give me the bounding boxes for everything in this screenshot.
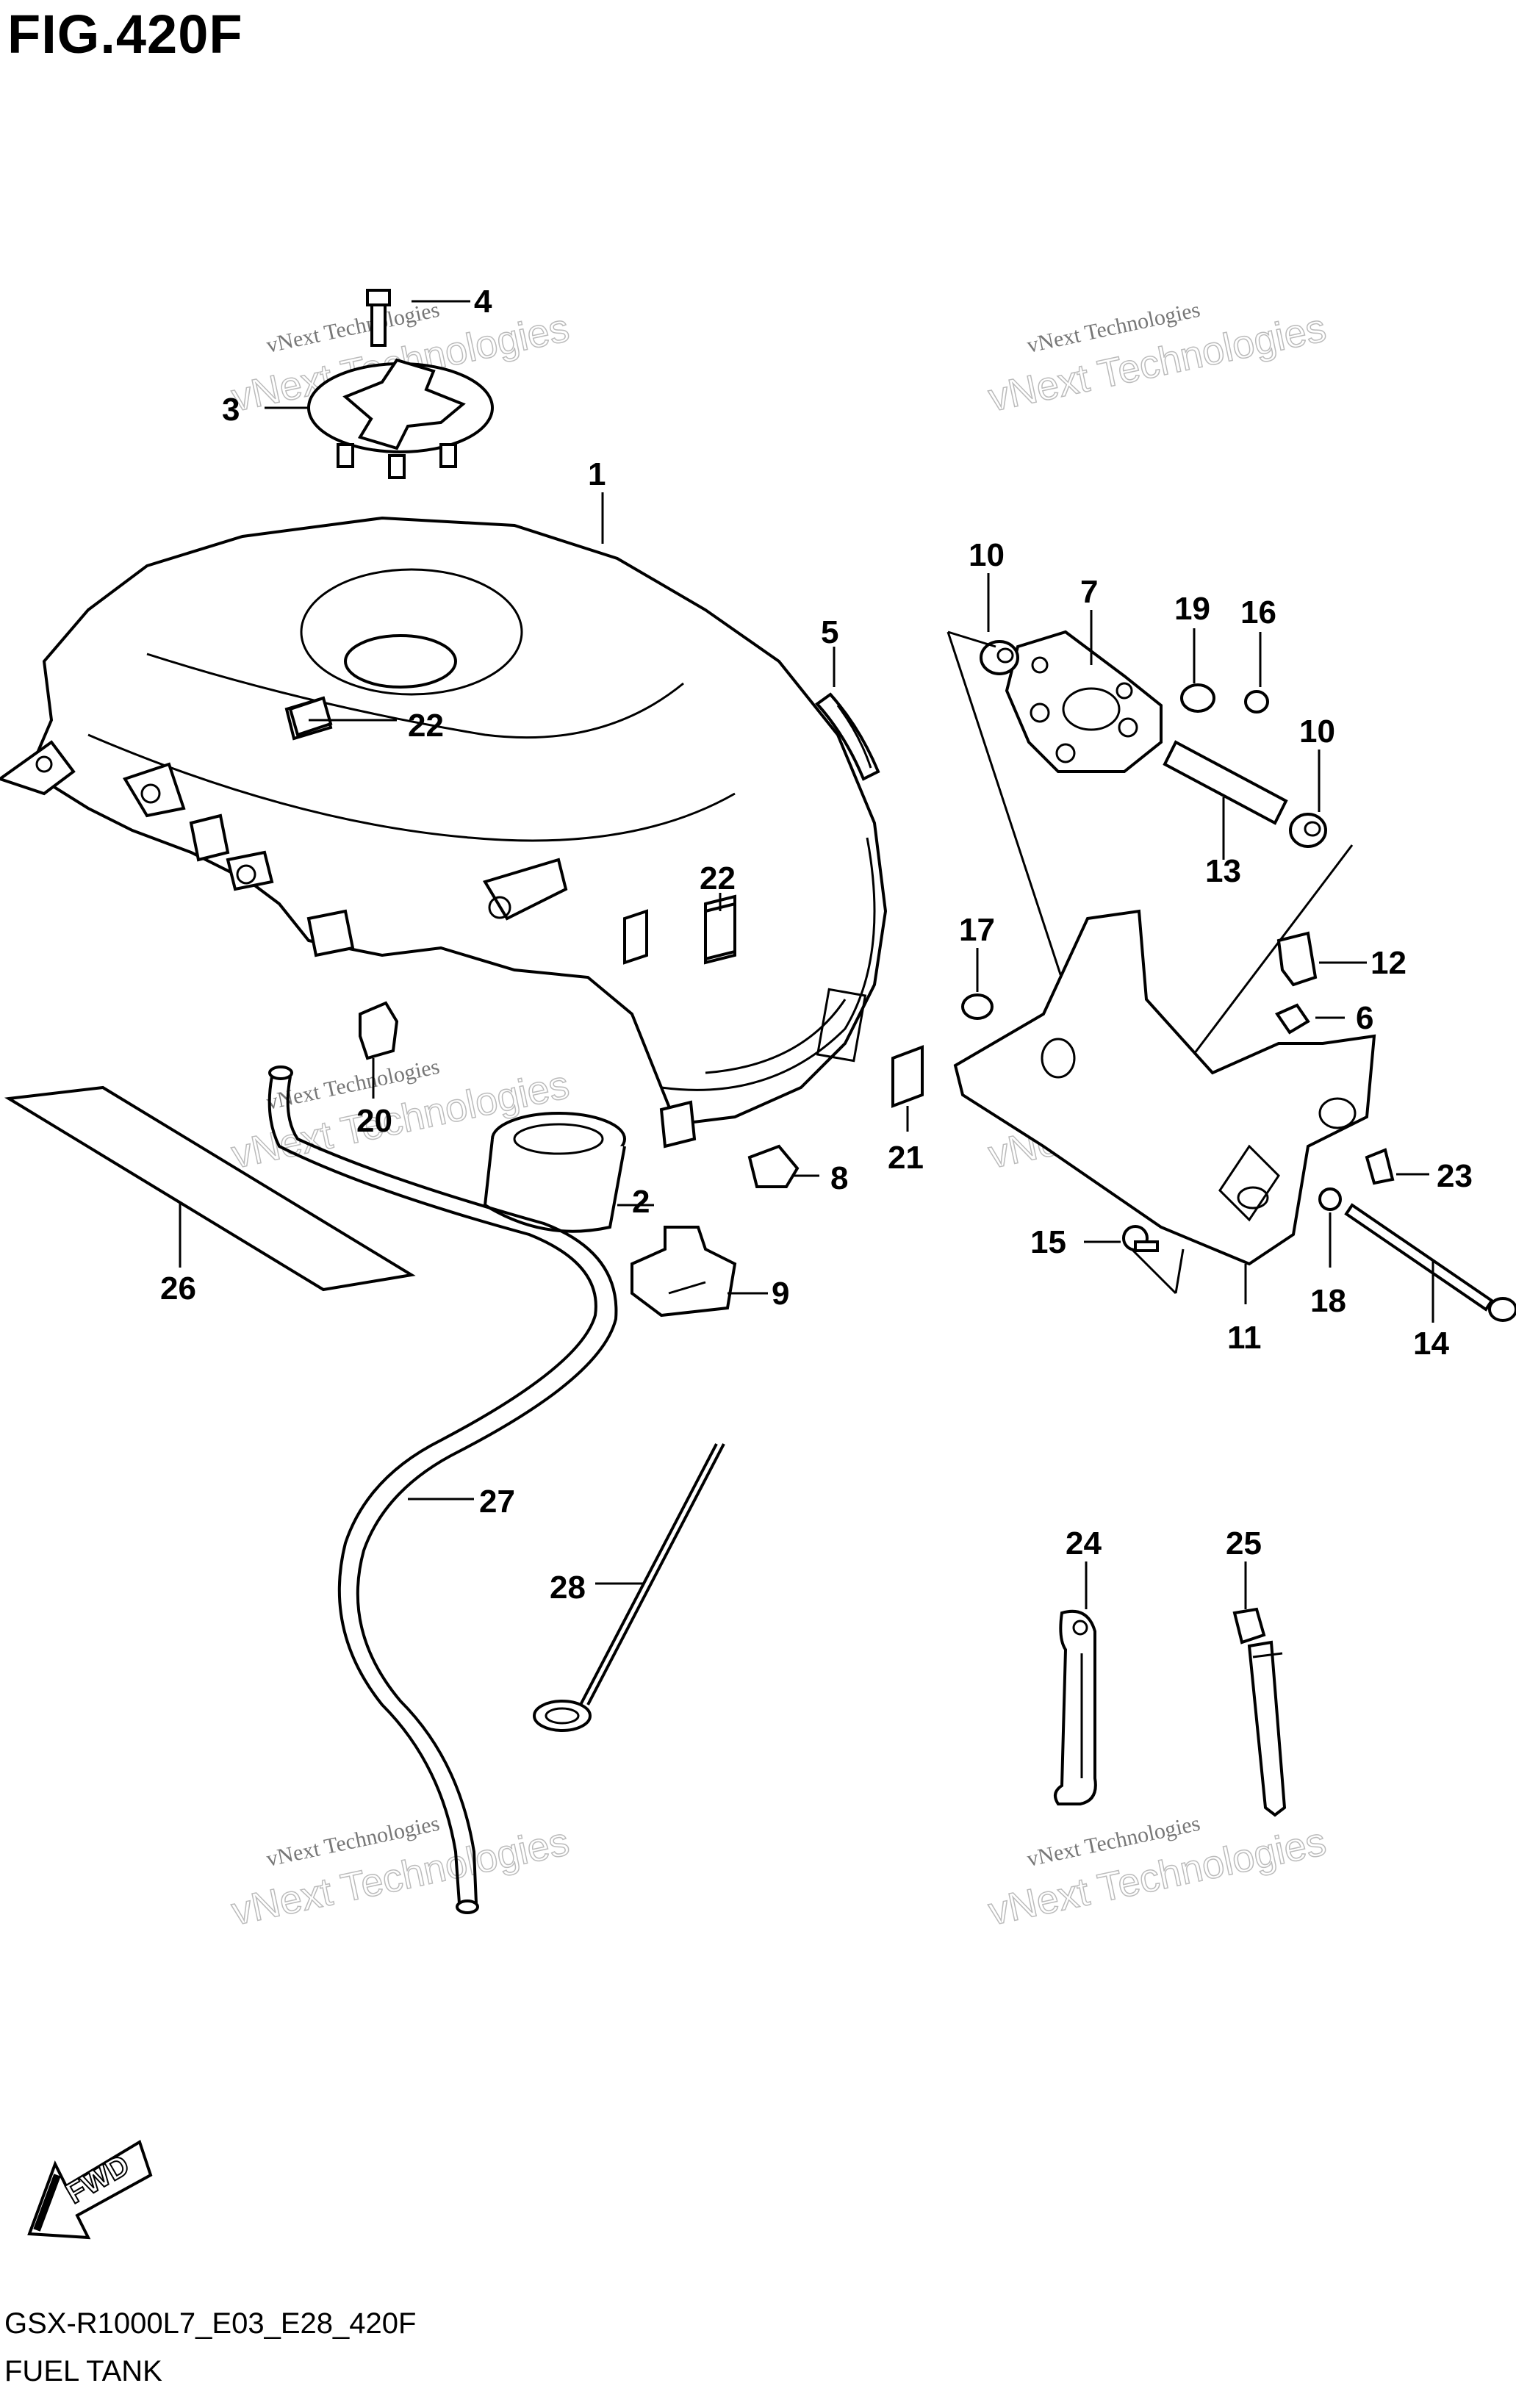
part-label-8: 8 <box>830 1160 848 1196</box>
part-label-1: 1 <box>588 456 606 492</box>
cushion-drawing <box>359 1001 399 1060</box>
strap-drawing <box>1054 1609 1097 1805</box>
clamp-nut-drawing <box>1365 1148 1395 1185</box>
bolt-drawing <box>366 289 391 347</box>
part-label-26: 26 <box>160 1271 196 1307</box>
cable-tie-drawing <box>1232 1607 1287 1817</box>
part-label-22b: 22 <box>700 860 736 896</box>
pad-drawing <box>891 1045 924 1108</box>
figure-title: FIG.420F <box>7 4 243 65</box>
label-sticker-drawing <box>288 696 736 961</box>
part-label-2: 2 <box>632 1184 650 1220</box>
leader-lines <box>179 300 1434 1609</box>
section-name: FUEL TANK <box>4 2355 162 2387</box>
hose-drawing <box>267 1065 618 1914</box>
screw-drawing <box>1122 1225 1159 1252</box>
model-code: GSX-R1000L7_E03_E28_420F <box>4 2307 417 2340</box>
part-label-3: 3 <box>222 392 240 428</box>
damper-drawing <box>747 1144 800 1188</box>
part-label-27: 27 <box>479 1484 515 1520</box>
nut-drawing <box>1274 1003 1310 1035</box>
part-label-22a: 22 <box>408 708 444 744</box>
part-label-28: 28 <box>550 1570 586 1606</box>
part-label-12: 12 <box>1370 945 1407 981</box>
rubber-strip-drawing <box>815 692 880 781</box>
part-label-11: 11 <box>1227 1320 1262 1356</box>
part-label-25: 25 <box>1226 1525 1262 1561</box>
part-label-16: 16 <box>1240 594 1276 630</box>
part-label-6: 6 <box>1356 1000 1373 1036</box>
part-label-24: 24 <box>1066 1525 1102 1561</box>
part-label-18: 18 <box>1310 1283 1346 1319</box>
part-label-19: 19 <box>1174 591 1210 627</box>
part-label-14: 14 <box>1413 1326 1449 1362</box>
part-label-4: 4 <box>474 284 492 320</box>
part-label-10b: 10 <box>1299 714 1335 750</box>
bracket-cushion-drawing <box>631 1226 737 1318</box>
part-label-17: 17 <box>959 912 995 948</box>
fuel-cap-drawing <box>307 358 494 479</box>
part-label-9: 9 <box>772 1276 789 1312</box>
clip-drawing <box>1276 931 1318 987</box>
part-label-10a: 10 <box>969 537 1005 573</box>
sleeve-drawing <box>483 1112 626 1233</box>
part-label-21: 21 <box>888 1140 924 1176</box>
part-labels: 1 2 3 4 5 6 7 8 9 10 10 11 12 13 14 15 1… <box>160 284 1473 1606</box>
part-label-13: 13 <box>1205 853 1241 889</box>
drain-rod-drawing <box>533 1443 725 1732</box>
fwd-arrow-icon: FWD <box>27 2140 153 2240</box>
part-label-15: 15 <box>1030 1224 1066 1260</box>
washer-drawing <box>1318 1187 1342 1211</box>
long-bolt-drawing <box>1344 1203 1516 1322</box>
protector-sheet-drawing <box>4 1085 416 1292</box>
grommet-drawing <box>961 993 994 1020</box>
part-label-23: 23 <box>1437 1158 1473 1194</box>
tank-bracket-drawing <box>953 909 1376 1295</box>
part-label-5: 5 <box>821 614 838 650</box>
part-label-20: 20 <box>356 1103 392 1139</box>
fuel-tank-drawing <box>0 516 888 1149</box>
part-label-7: 7 <box>1080 574 1098 610</box>
